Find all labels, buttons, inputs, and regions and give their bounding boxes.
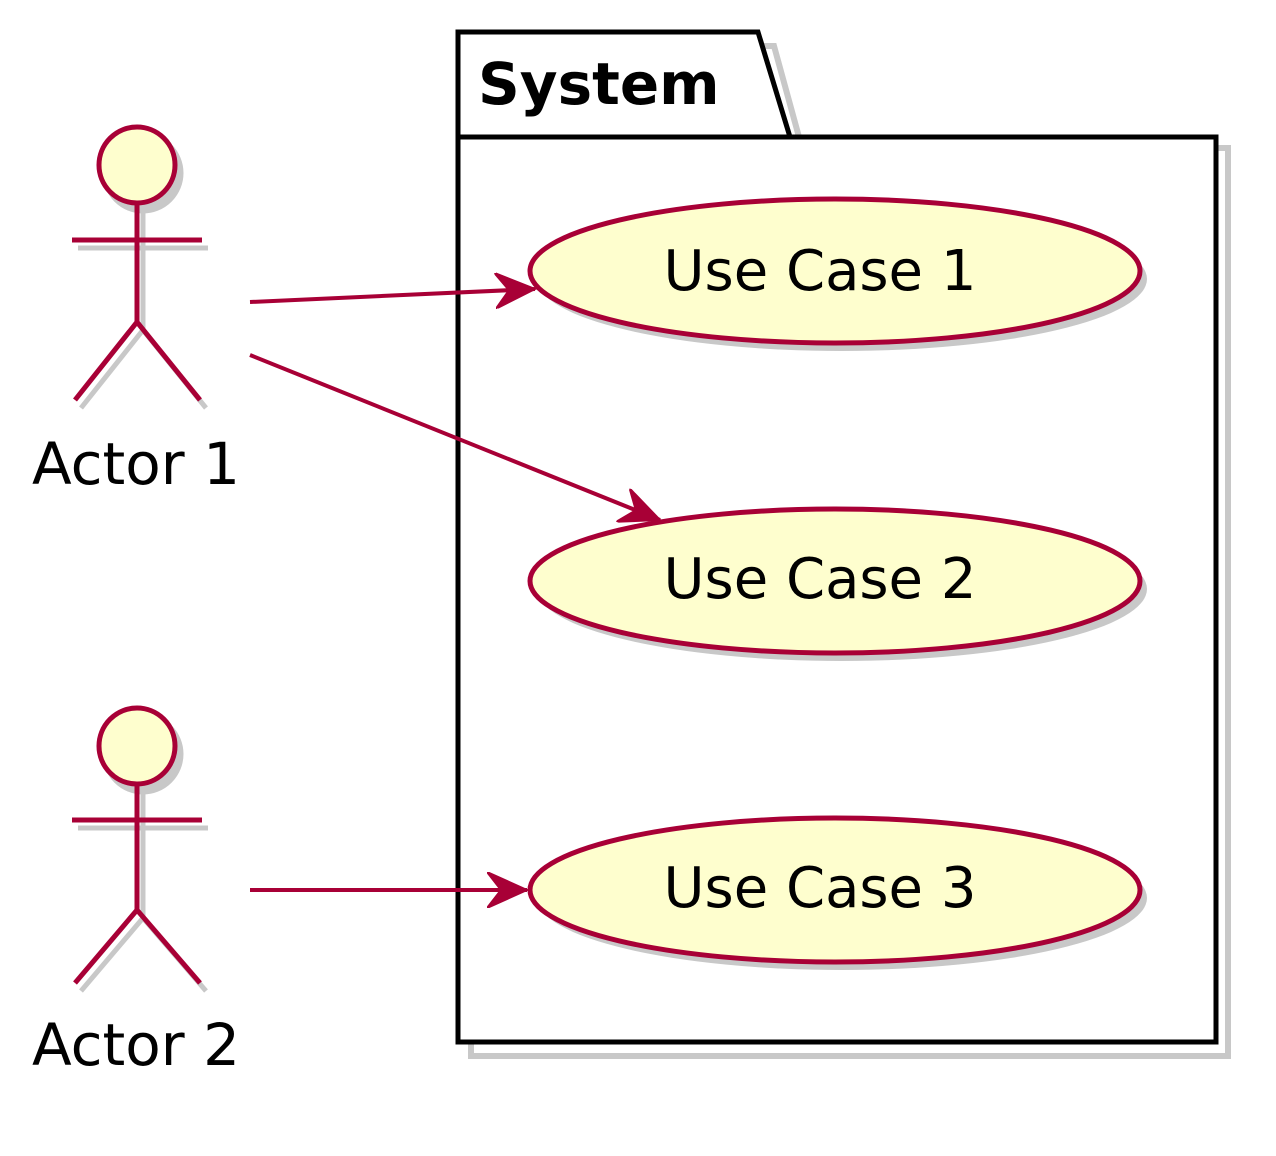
use-case-2[interactable]: Use Case 2 — [527, 506, 1147, 661]
use-case-2-ellipse — [527, 506, 1143, 656]
use-case-1[interactable]: Use Case 1 — [527, 196, 1147, 351]
actor-1[interactable]: Actor 1 — [32, 124, 240, 498]
actor-1-legs — [73, 318, 202, 402]
actor-1-head — [96, 124, 178, 206]
association-actor1-usecase2[interactable] — [249, 353, 660, 520]
actor-2[interactable]: Actor 2 — [32, 705, 240, 1079]
use-case-3-ellipse — [527, 815, 1143, 965]
package-shadow — [468, 43, 1231, 1059]
package-title: System — [478, 50, 720, 118]
use-case-3[interactable]: Use Case 3 — [527, 815, 1147, 970]
use-case-1-ellipse — [527, 196, 1143, 346]
actor-1-label: Actor 1 — [32, 430, 240, 498]
actor-2-head — [96, 705, 178, 787]
use-case-1-label: Use Case 1 — [664, 239, 977, 304]
actor-2-legs — [73, 906, 202, 985]
use-case-3-label: Use Case 3 — [664, 856, 977, 921]
actor-2-label: Actor 2 — [32, 1011, 240, 1079]
use-case-2-label: Use Case 2 — [664, 547, 977, 612]
association-actor1-usecase1[interactable] — [249, 289, 535, 302]
